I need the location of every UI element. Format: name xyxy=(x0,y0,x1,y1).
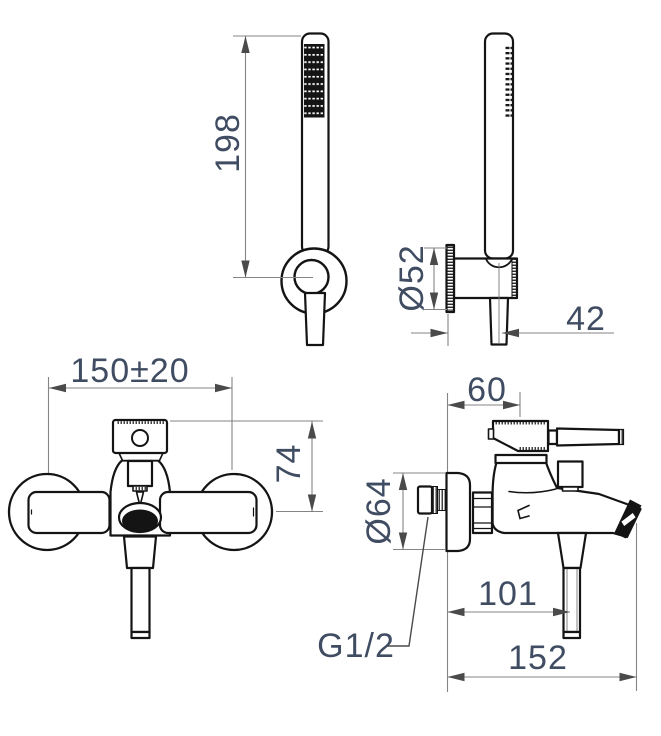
wand-handle xyxy=(303,291,327,347)
diverter-pin xyxy=(135,491,145,507)
diverter-tab-hatch xyxy=(134,486,146,491)
arrowhead xyxy=(429,248,439,265)
hose-connector xyxy=(122,535,158,570)
dim-label-flange-diameter: Ø64 xyxy=(360,477,398,544)
dim-label-body-depth: 60 xyxy=(467,371,507,409)
lever-knurl xyxy=(116,421,164,424)
lever-neck xyxy=(118,452,164,462)
arrowhead xyxy=(502,328,519,338)
body-contour-line xyxy=(508,488,557,494)
diverter-base xyxy=(561,486,579,492)
spray-nozzles-side xyxy=(505,45,514,117)
dim-label-handle-height: 74 xyxy=(270,444,308,484)
cartridge-housing xyxy=(491,419,550,453)
arrowhead xyxy=(430,328,448,338)
arrowhead xyxy=(447,400,465,410)
arrowhead xyxy=(49,383,66,393)
arrowhead xyxy=(241,260,250,278)
arrowhead xyxy=(429,292,439,310)
leader-line xyxy=(386,516,429,647)
dim-label-wall-offset: 42 xyxy=(566,300,606,338)
hose-end-cap xyxy=(562,630,582,640)
housing-knurl-top xyxy=(495,421,546,425)
diverter-knob xyxy=(556,460,584,489)
mixer-body xyxy=(491,459,642,539)
wall-plate-hatch xyxy=(447,246,453,311)
lever-rod xyxy=(555,427,621,447)
arrowhead xyxy=(619,672,637,682)
lever-end-cap xyxy=(617,428,625,446)
hose-tube xyxy=(130,566,151,634)
arrowhead xyxy=(241,36,250,53)
hose-tube xyxy=(562,566,582,634)
supply-nut-knurl xyxy=(431,486,438,514)
housing-notch xyxy=(487,428,495,440)
arrowhead xyxy=(447,607,465,617)
arrowhead xyxy=(553,607,570,617)
view-handshower-side: Ø52 42 xyxy=(393,32,614,346)
spout-opening xyxy=(122,509,158,533)
arrowhead xyxy=(398,532,408,550)
cartridge-neck xyxy=(494,453,548,465)
arrowhead xyxy=(503,400,520,410)
dim-label-total-reach: 152 xyxy=(508,639,568,677)
arrowhead xyxy=(447,672,465,682)
arrowhead xyxy=(307,494,317,512)
arrowhead xyxy=(398,473,408,490)
supply-nut xyxy=(416,485,434,515)
hose-connector xyxy=(556,531,588,570)
housing-knurl-bottom xyxy=(519,447,546,451)
view-mixer-side: 60 xyxy=(317,371,642,692)
view-handshower-front: 198 xyxy=(209,32,348,347)
body-mark xyxy=(517,504,530,520)
body-left-cylinder xyxy=(27,490,111,535)
dim-label-spout-reach: 101 xyxy=(478,575,538,613)
hose-end-cap xyxy=(130,630,151,640)
supply-thread xyxy=(437,489,446,511)
arrowhead xyxy=(215,383,232,393)
bracket-ring-edge xyxy=(511,258,518,298)
lever-connector xyxy=(547,429,559,446)
lever-dot xyxy=(131,429,149,447)
cartridge-window xyxy=(126,459,154,488)
dim-label-holder-diameter: Ø52 xyxy=(393,244,431,311)
spray-nozzle-dots xyxy=(304,44,325,118)
view-mixer-front: 150±20 74 xyxy=(7,352,323,640)
arrowhead xyxy=(307,421,317,439)
dim-label-connection-spacing: 150±20 xyxy=(70,352,189,390)
dim-label-height: 198 xyxy=(209,113,247,173)
body-right-cylinder xyxy=(158,490,258,535)
wall-escutcheon xyxy=(445,471,472,553)
dim-label-thread-size: G1/2 xyxy=(317,627,395,665)
aerator xyxy=(619,510,638,529)
